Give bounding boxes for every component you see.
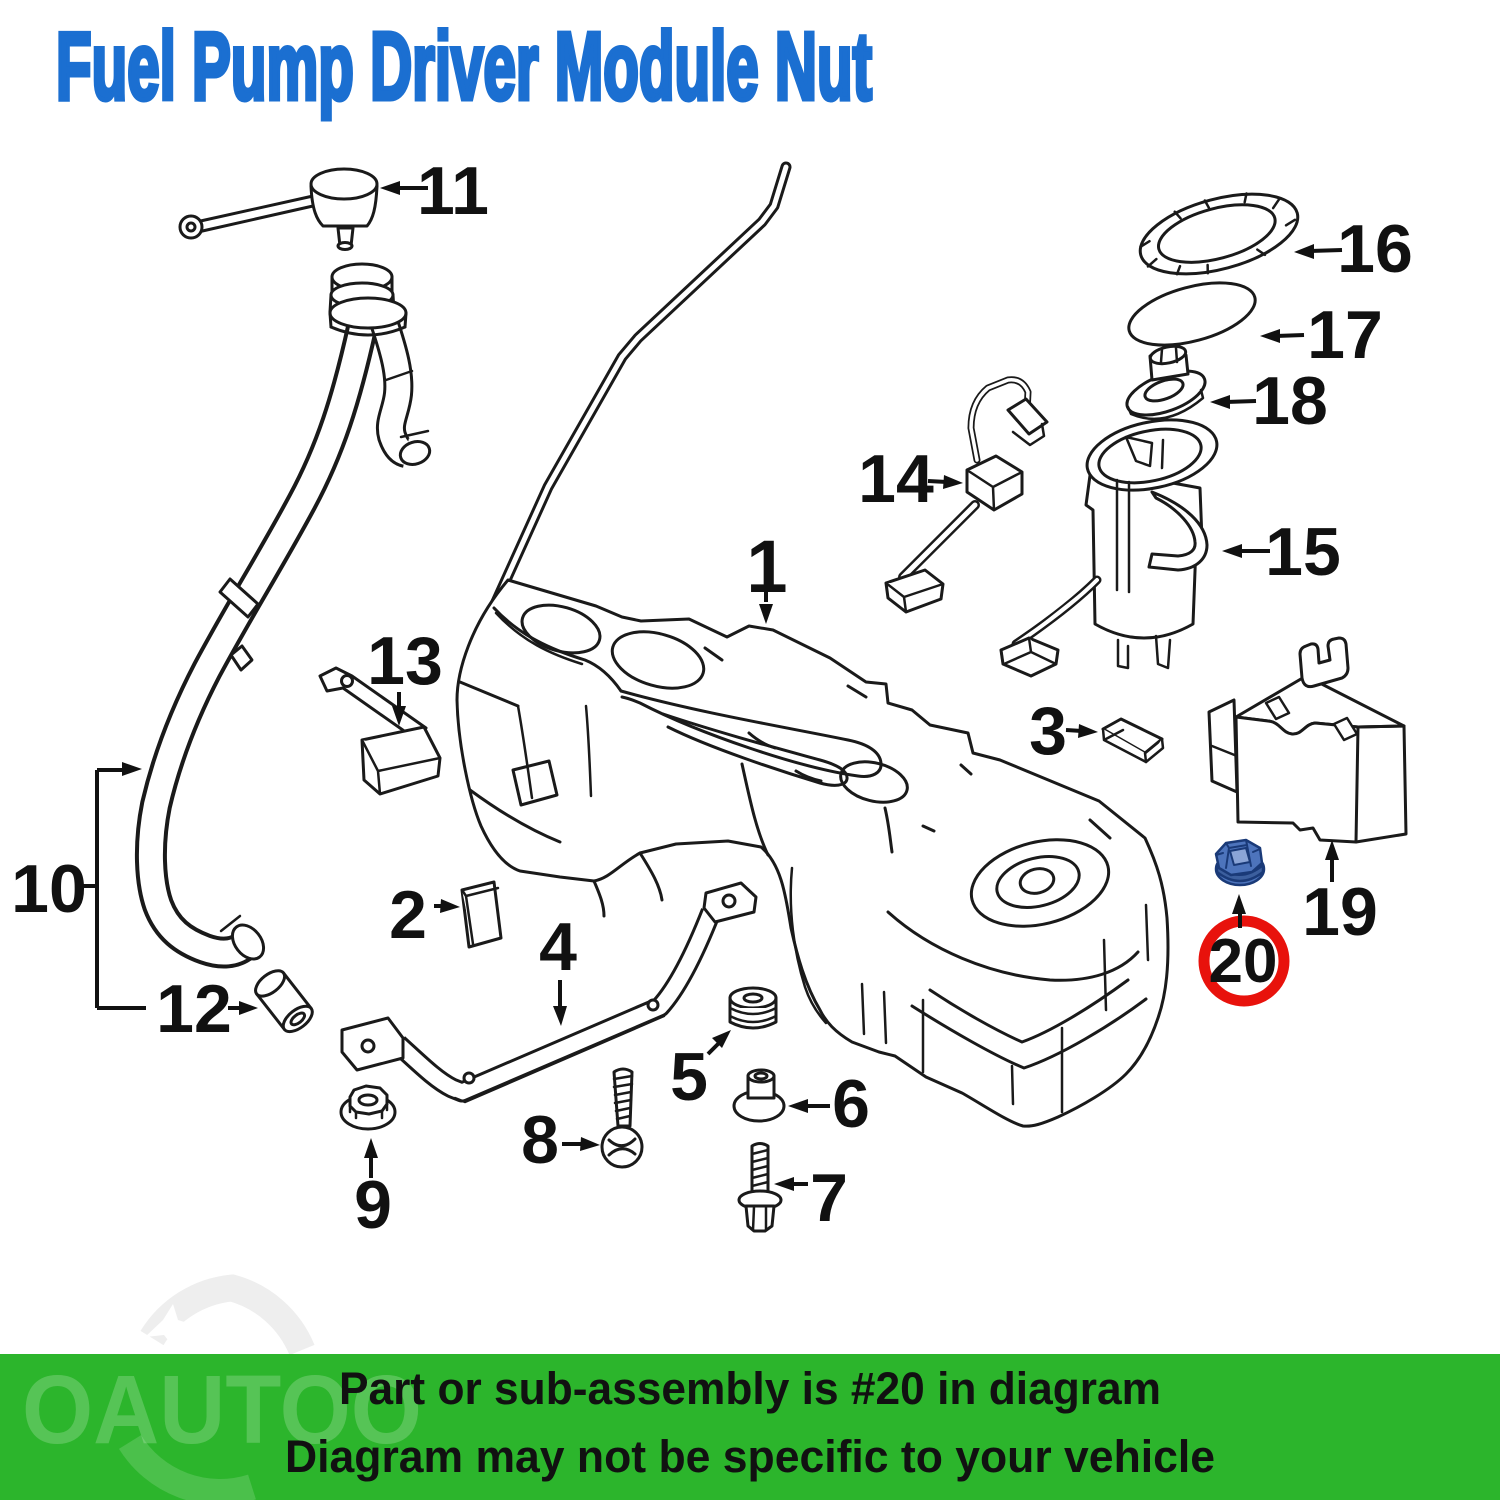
svg-text:18: 18 — [1252, 363, 1328, 439]
svg-text:4: 4 — [539, 909, 577, 985]
svg-text:15: 15 — [1265, 514, 1341, 590]
svg-text:6: 6 — [832, 1066, 870, 1142]
svg-text:7: 7 — [810, 1160, 848, 1236]
svg-text:3: 3 — [1029, 693, 1067, 769]
svg-text:Diagram may not be specific to: Diagram may not be specific to your vehi… — [285, 1431, 1215, 1482]
svg-text:9: 9 — [354, 1167, 392, 1243]
svg-text:19: 19 — [1302, 874, 1378, 950]
svg-text:Part or sub-assembly is #20 in: Part or sub-assembly is #20 in diagram — [339, 1363, 1161, 1414]
svg-text:12: 12 — [156, 971, 232, 1047]
svg-text:Fuel Pump Driver Module Nut: Fuel Pump Driver Module Nut — [56, 13, 872, 120]
svg-text:14: 14 — [858, 441, 934, 517]
svg-text:16: 16 — [1337, 211, 1413, 287]
svg-text:8: 8 — [521, 1102, 559, 1178]
svg-text:20: 20 — [1209, 927, 1278, 996]
svg-text:10: 10 — [11, 851, 87, 927]
svg-text:17: 17 — [1307, 297, 1383, 373]
svg-text:OAUTOO: OAUTOO — [22, 1355, 422, 1464]
svg-text:11: 11 — [417, 153, 489, 229]
svg-text:2: 2 — [389, 877, 427, 953]
svg-text:1: 1 — [746, 525, 787, 608]
svg-text:13: 13 — [367, 623, 443, 699]
svg-text:5: 5 — [670, 1039, 708, 1115]
